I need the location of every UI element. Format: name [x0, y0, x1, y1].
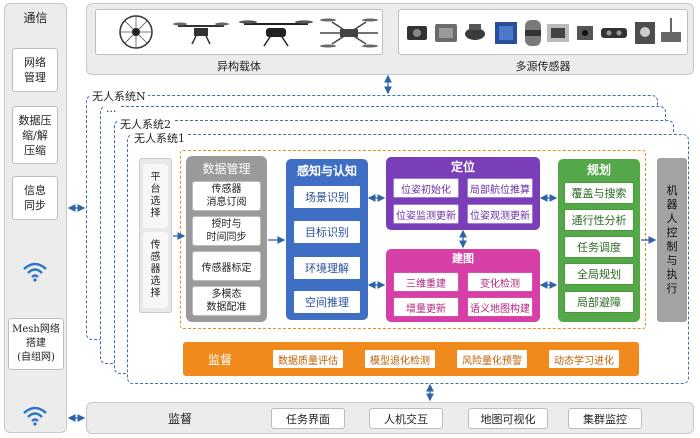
network-management-box: 网络 管理: [12, 48, 58, 92]
map-visualization-box: 地图可视化: [468, 408, 548, 429]
wifi-icon: [20, 258, 50, 284]
hci-box: 人机交互: [369, 408, 443, 429]
system-2-label: 无人系统2: [118, 116, 173, 132]
sensor-subscription-box: 传感器 消息订阅: [192, 181, 261, 211]
cluster-monitoring-box: 集群监控: [568, 408, 642, 429]
lidar-sensor-icon: [525, 20, 541, 46]
local-avoidance-box: 局部避障: [564, 291, 634, 313]
carrier-images: [95, 9, 383, 55]
board-sensor-icon: [495, 22, 517, 44]
system-dots-label: ...: [104, 102, 119, 115]
pose-init-box: 位姿初始化: [393, 178, 459, 198]
data-compression-box: 数据压 缩/解 压缩: [12, 106, 58, 164]
supervision-title: 监督: [207, 352, 232, 367]
model-degradation-box: 模型退化检测: [364, 349, 436, 369]
spherical-drone-icon: [119, 15, 153, 49]
localization-title: 定位: [450, 159, 475, 174]
semantic-map-box: 语义地图构建: [467, 297, 533, 317]
platform-select-box: 平 台 选 择: [143, 164, 168, 228]
dead-reckoning-box: 局部航位推算: [467, 178, 533, 198]
incremental-update-box: 增量更新: [393, 297, 459, 317]
scene-recognition-box: 场景识别: [293, 185, 361, 209]
3d-reconstruction-box: 三维重建: [393, 272, 459, 292]
sensor-calibration-box: 传感器标定: [192, 251, 261, 281]
communication-title: 通信: [23, 10, 48, 25]
quadcopter-icon: [173, 22, 229, 45]
global-planning-box: 全局规划: [564, 263, 634, 285]
mapping-title: 建图: [452, 252, 474, 265]
hexacopter-icon: [239, 20, 313, 47]
bottom-title: 监督: [167, 411, 192, 426]
sensor-select-box: 传 感 器 选 择: [143, 232, 168, 308]
sensor-module-icon: [635, 22, 655, 44]
coverage-search-box: 覆盖与搜索: [564, 182, 634, 204]
robot-control-panel: 机 器 人 控 制 与 执 行: [657, 158, 687, 322]
target-recognition-box: 目标识别: [293, 220, 361, 244]
traversability-box: 通行性分析: [564, 209, 634, 231]
data-management-title: 数据管理: [202, 161, 251, 176]
system-n-label: 无人系统N: [90, 88, 148, 104]
depth-camera-icon: [601, 28, 627, 38]
spatial-reasoning-box: 空间推理: [293, 290, 361, 314]
multimodal-registration-box: 多模态 数据配准: [192, 286, 261, 316]
multi-source-sensor-label: 多源传感器: [515, 60, 571, 73]
camera-sensor-icon: [407, 26, 427, 40]
time-sync-box: 授时与 时间同步: [192, 216, 261, 246]
imu-sensor-icon: [435, 24, 457, 42]
environment-understanding-box: 环境理解: [293, 256, 361, 280]
antenna-sensor-icon: [661, 18, 681, 42]
risk-warning-box: 风险量化预警: [456, 349, 528, 369]
radar-sensor-icon: [547, 24, 569, 42]
task-interface-box: 任务界面: [271, 408, 345, 429]
hetero-carrier-label: 异构载体: [217, 60, 261, 73]
mesh-network-box: Mesh网络 搭建 (自组网): [8, 318, 64, 370]
perception-title: 感知与认知: [296, 163, 357, 178]
gps-sensor-icon: [465, 24, 485, 40]
change-detection-box: 变化检测: [467, 272, 533, 292]
task-scheduling-box: 任务调度: [564, 236, 634, 258]
heavy-drone-icon: [320, 18, 378, 48]
info-sync-box: 信息 同步: [12, 176, 58, 220]
pose-monitor-update-box: 位姿监测更新: [393, 204, 459, 224]
sensor-images: [398, 9, 688, 55]
system-1-label: 无人系统1: [132, 130, 187, 146]
dynamic-learning-box: 动态学习进化: [548, 349, 620, 369]
planning-title: 规划: [586, 162, 611, 177]
mini-camera-icon: [577, 26, 593, 40]
data-quality-box: 数据质量评估: [272, 349, 344, 369]
wifi-icon: [20, 402, 50, 428]
pose-observation-update-box: 位姿观测更新: [467, 204, 533, 224]
